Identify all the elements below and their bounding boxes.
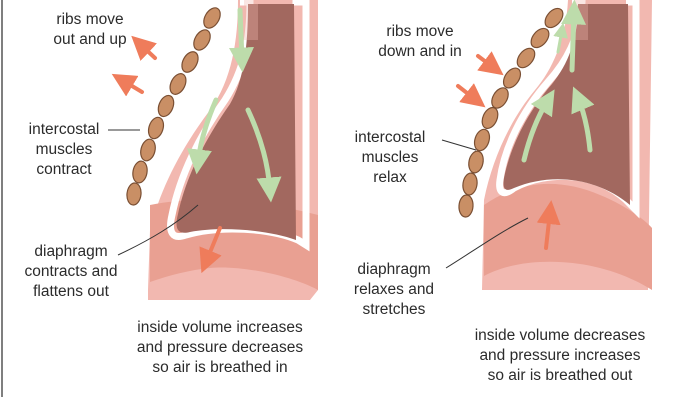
right-caption: inside volume decreases and pressure inc… — [445, 326, 675, 386]
left-caption: inside volume increases and pressure dec… — [110, 318, 330, 378]
left-diaphragm-label: diaphragm contracts and flattens out — [6, 242, 136, 302]
right-diaphragm-label: diaphragm relaxes and stretches — [340, 260, 448, 320]
left-ribs-label: ribs move out and up — [30, 10, 150, 50]
left-muscles-label: intercostal muscles contract — [18, 120, 110, 180]
right-muscles-label: intercostal muscles relax — [340, 128, 440, 188]
right-ribs-label: ribs move down and in — [365, 22, 475, 62]
left-chest-cavity — [148, 0, 318, 300]
right-chest-cavity — [482, 0, 652, 290]
